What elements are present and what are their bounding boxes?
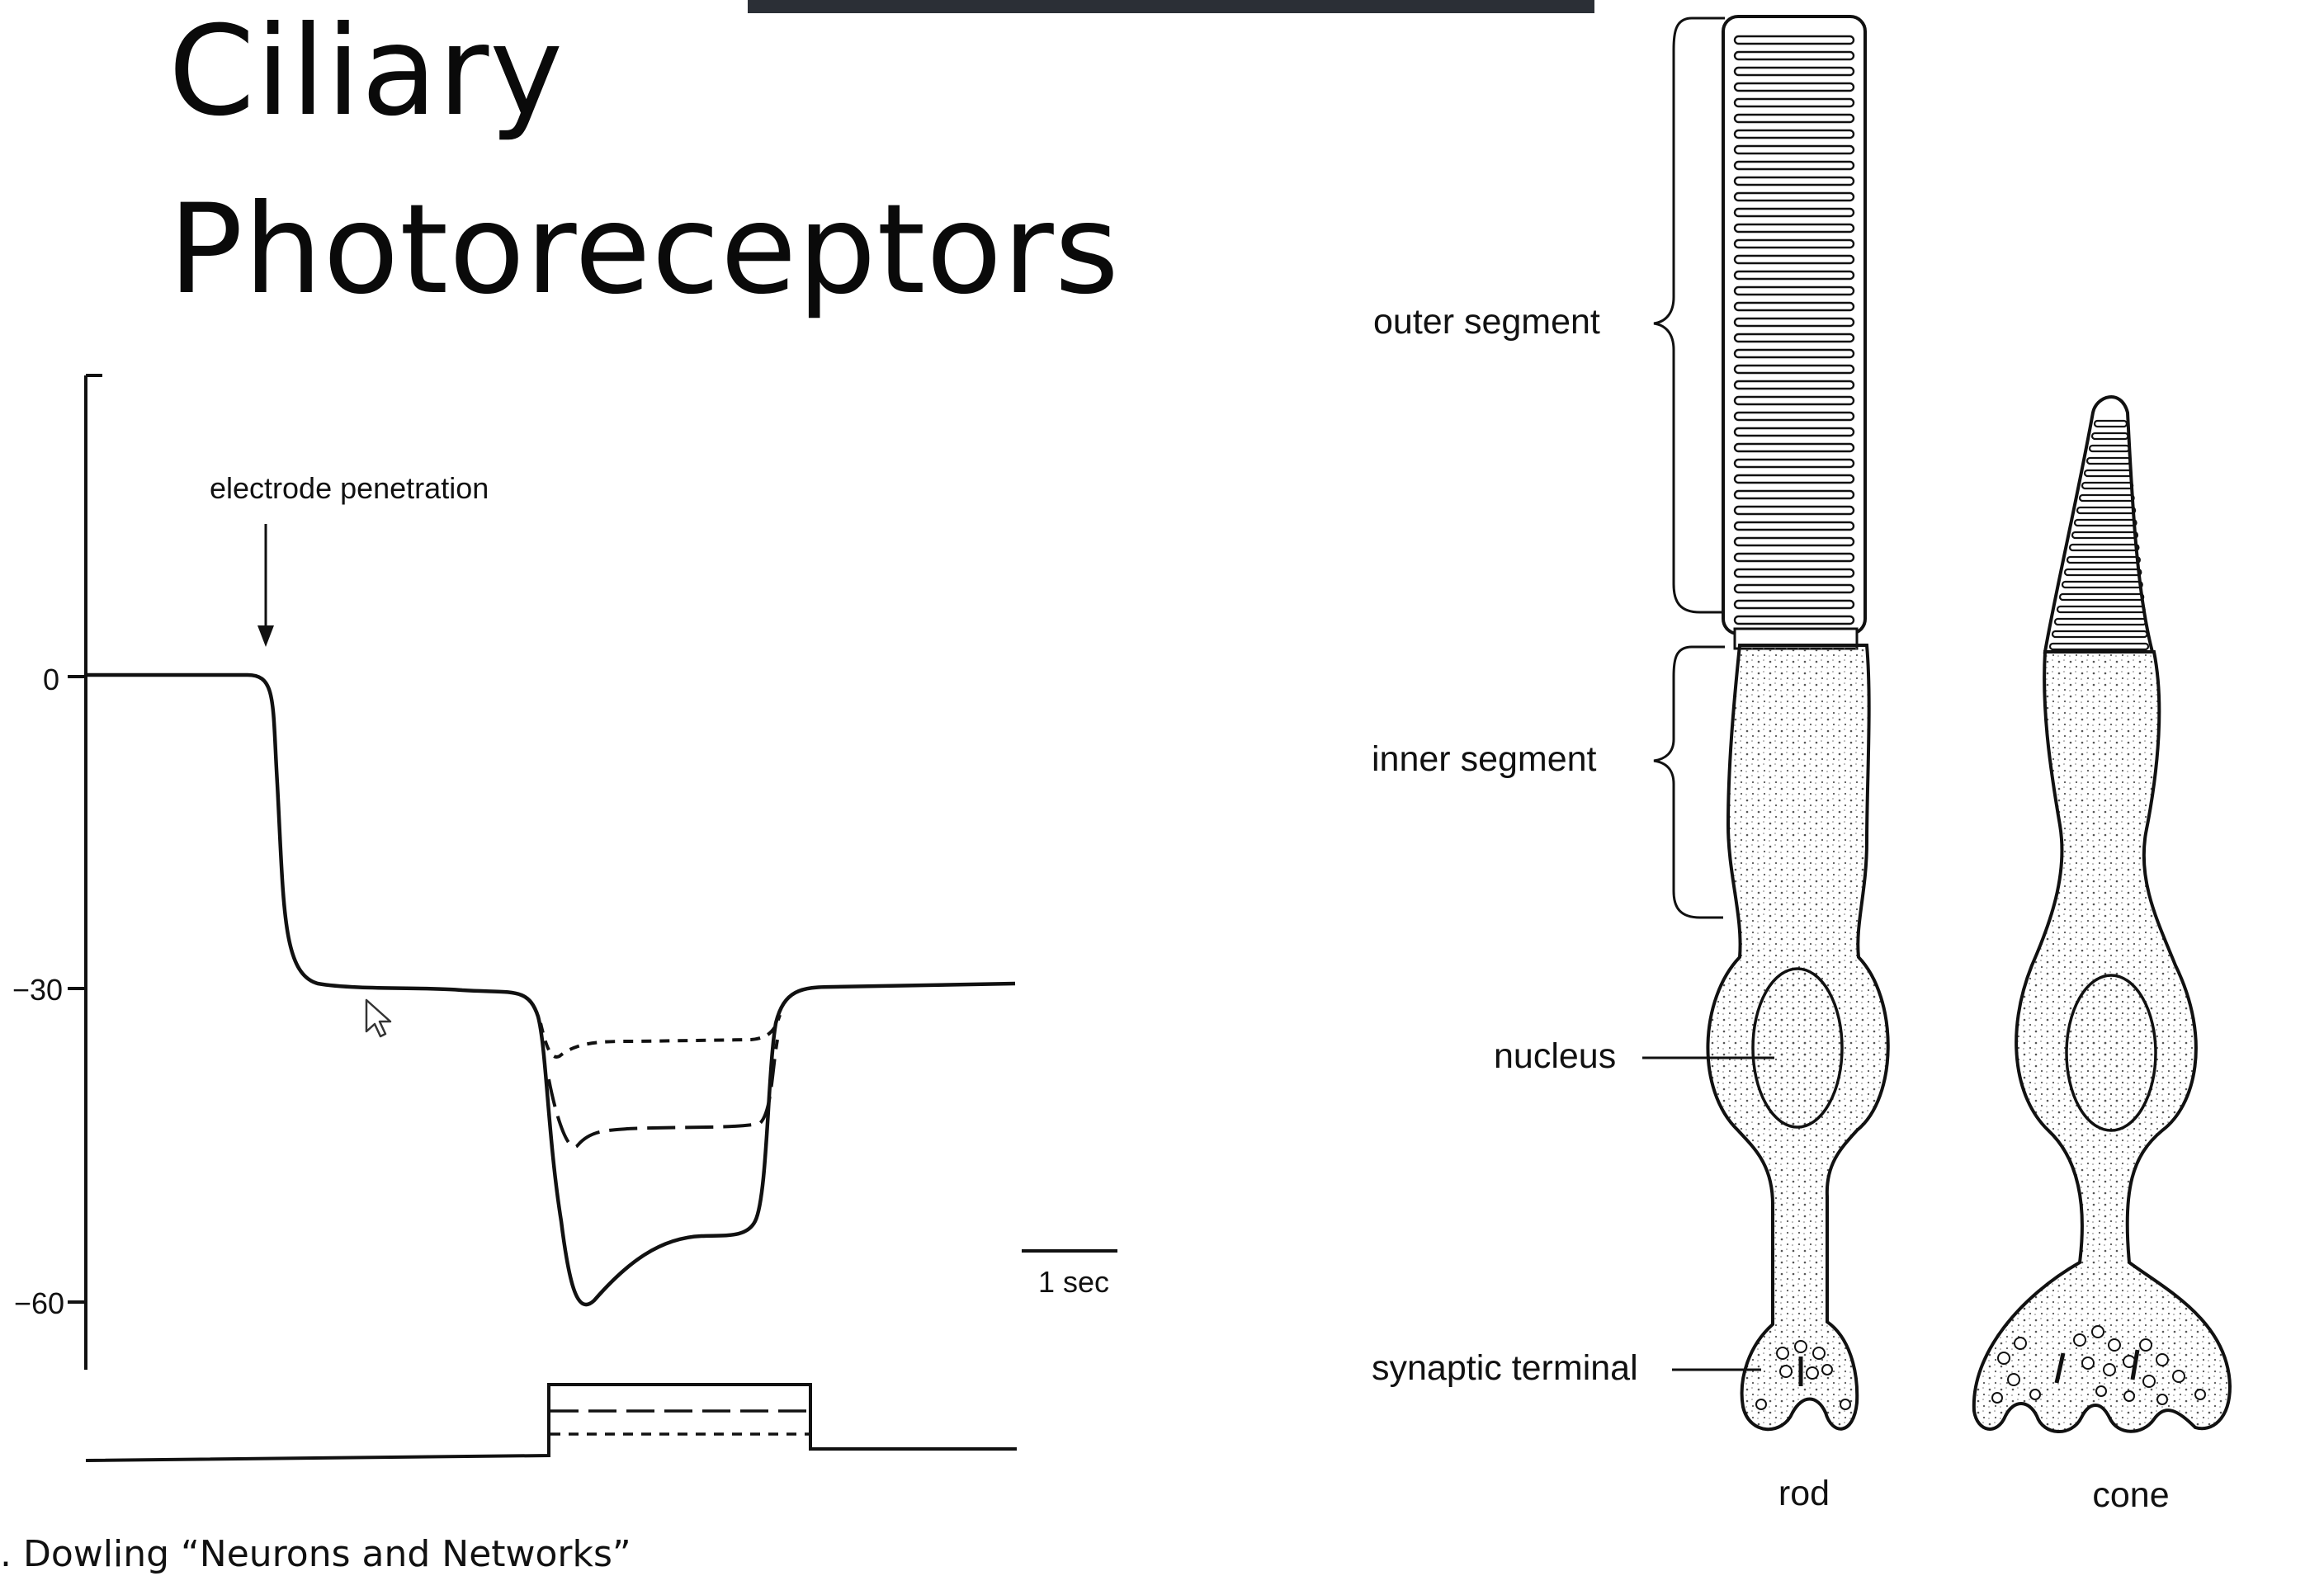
rod-disk <box>1733 144 1855 155</box>
cone-label: cone <box>2092 1475 2169 1515</box>
rod-disk <box>1733 505 1855 516</box>
cone-disk <box>2066 555 2141 564</box>
rod-disk <box>1733 129 1855 139</box>
cone-disk <box>2061 580 2143 589</box>
y-tick-label-0: 0 <box>43 663 59 696</box>
rod-cell <box>1706 15 1890 1432</box>
rod-disk <box>1733 254 1855 265</box>
citation-text: . Dowling “Neurons and Networks” <box>0 1533 631 1575</box>
cone-synaptic-ribbon-2 <box>2130 1349 2140 1380</box>
rod-disk <box>1733 82 1855 92</box>
cone-disks <box>2048 419 2150 651</box>
rod-disks <box>1733 35 1855 625</box>
cone-disk <box>2071 531 2139 540</box>
rod-disk <box>1733 333 1855 343</box>
voltage-trace-bright <box>86 672 1016 1307</box>
cone-disk <box>2085 456 2132 465</box>
cone-disk <box>2053 617 2147 626</box>
cone-disk <box>2068 543 2140 552</box>
voltage-trace-dim <box>539 1014 782 1059</box>
rod-label: rod <box>1778 1474 1830 1513</box>
arrow-head-icon <box>257 625 274 647</box>
rod-nucleus <box>1751 967 1844 1129</box>
nucleus-label: nucleus <box>1494 1036 1616 1076</box>
synaptic-terminal-label: synaptic terminal <box>1372 1348 1638 1388</box>
y-tick-label-minus60: −60 <box>14 1286 64 1320</box>
photoreceptor-cell-diagram: outer segment inner segment nucleus syna… <box>1372 15 2232 1515</box>
cone-disk <box>2048 642 2150 651</box>
rod-disk <box>1733 364 1855 375</box>
rod-disk <box>1733 348 1855 359</box>
cone-disk <box>2090 432 2129 441</box>
cone-disk <box>2076 506 2137 515</box>
cone-synaptic-vesicles <box>1991 1325 2206 1405</box>
rod-disk <box>1733 536 1855 547</box>
inner-segment-brace <box>1653 645 1725 919</box>
voltage-trace-medium <box>547 1039 779 1149</box>
rod-disk <box>1733 160 1855 171</box>
rod-disk <box>1733 568 1855 578</box>
cone-disk <box>2056 605 2146 614</box>
rod-disk <box>1733 207 1855 218</box>
rod-disk <box>1733 380 1855 390</box>
rod-disk <box>1733 113 1855 124</box>
rod-disk <box>1733 599 1855 610</box>
rod-disk <box>1733 270 1855 281</box>
electrode-penetration-label: electrode penetration <box>210 471 489 505</box>
rod-disk <box>1733 238 1855 249</box>
rod-synaptic-vesicles <box>1755 1340 1851 1410</box>
rod-disk <box>1733 489 1855 500</box>
mouse-pointer-icon <box>365 998 392 1038</box>
rod-disk <box>1733 301 1855 312</box>
rod-disk <box>1733 176 1855 186</box>
window-top-bar <box>748 0 1594 13</box>
inner-segment-label: inner segment <box>1372 739 1597 779</box>
rod-disk <box>1733 442 1855 453</box>
stimulus-trace-bright <box>85 1383 1017 1462</box>
rod-disk <box>1733 97 1855 108</box>
slide-title-line-2: Photoreceptors <box>168 178 1120 322</box>
time-scale-label: 1 sec <box>1038 1265 1109 1299</box>
y-tick-label-minus30: −30 <box>12 973 63 1007</box>
rod-disk <box>1733 552 1855 563</box>
rod-disk <box>1733 474 1855 484</box>
cone-disk <box>2051 630 2148 639</box>
cone-disk <box>2093 419 2128 428</box>
rod-disk <box>1733 583 1855 594</box>
rod-disk <box>1733 191 1855 202</box>
outer-segment-brace <box>1653 17 1725 614</box>
rod-disk <box>1733 615 1855 625</box>
rod-disk <box>1733 66 1855 77</box>
cone-synaptic-ribbon-1 <box>2054 1352 2066 1384</box>
cone-disk <box>2058 592 2145 602</box>
rod-disk <box>1733 411 1855 422</box>
cone-cell <box>1972 395 2232 1433</box>
cone-disk <box>2081 481 2134 490</box>
cone-disk <box>2073 518 2137 527</box>
rod-disk <box>1733 50 1855 61</box>
rod-disk <box>1733 317 1855 328</box>
cone-nucleus <box>2065 974 2157 1132</box>
rod-disk <box>1733 285 1855 296</box>
cone-disk <box>2078 493 2135 503</box>
cone-disk <box>2063 568 2142 577</box>
photoreceptor-voltage-graph: 0 −30 −60 electrode penetration 1 sec <box>12 374 1117 1462</box>
rod-disk <box>1733 395 1855 406</box>
rod-disk <box>1733 35 1855 45</box>
cone-disk <box>2083 469 2133 478</box>
cone-disk <box>2088 444 2130 453</box>
y-axis <box>84 374 102 1370</box>
rod-disk <box>1733 223 1855 234</box>
rod-disk <box>1733 427 1855 437</box>
rod-disk <box>1733 521 1855 531</box>
rod-disk <box>1733 458 1855 469</box>
outer-segment-label: outer segment <box>1373 302 1600 342</box>
slide-title-line-1: Ciliary <box>168 0 564 144</box>
